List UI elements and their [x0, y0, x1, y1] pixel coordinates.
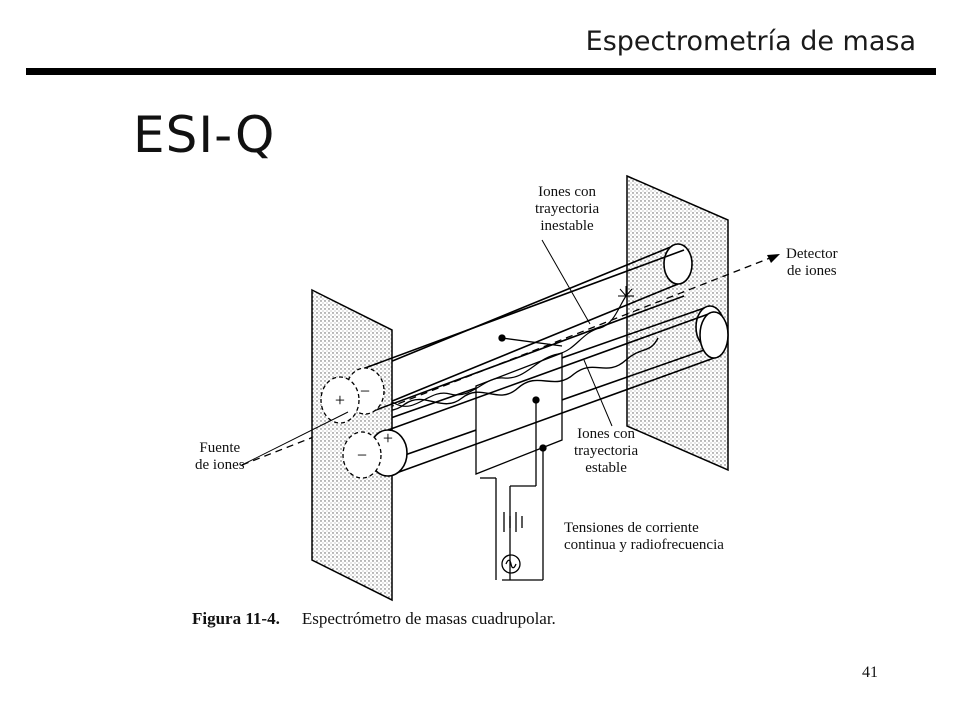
label-voltages: Tensiones de corriente continua y radiof… [564, 520, 724, 554]
quadrupole-diagram: + − + − [241, 174, 780, 602]
rod-face-left [320, 376, 360, 424]
rod-face-bottom [342, 431, 382, 479]
beam-axis [241, 257, 771, 466]
header-title: Espectrometría de masa [585, 26, 916, 57]
burst-mark [618, 286, 634, 297]
rod-sign-negative-top: − [360, 381, 370, 401]
label-voltages-text: Tensiones de corriente continua y radiof… [564, 520, 724, 553]
page-number: 41 [862, 664, 878, 681]
slide-title: ESI-Q [133, 106, 276, 164]
header-divider [26, 68, 936, 75]
label-ion-source-text: Fuente de iones [195, 440, 245, 473]
beam-arrow [767, 254, 780, 263]
caption-text: Espectrómetro de masas cuadrupolar. [301, 609, 556, 628]
leader-lines [241, 239, 613, 466]
caption-number: Figura 11-4. [192, 609, 280, 628]
quadrupole-figure: + − + − Iones con trayectoria inestable … [180, 168, 900, 638]
wiring [480, 334, 563, 581]
stable-trajectory [347, 337, 659, 413]
rod-sign-positive-right: + [383, 428, 393, 448]
rod-sign-negative-bottom: − [357, 445, 367, 465]
label-stable-ions: Iones con trayectoria estable [574, 426, 638, 477]
label-unstable-ions: Iones con trayectoria inestable [535, 184, 599, 235]
figure-caption: Figura 11-4. Espectrómetro de masas cuadr… [192, 609, 556, 629]
label-unstable-ions-text: Iones con trayectoria inestable [535, 184, 600, 234]
label-detector: Detector de iones [786, 246, 838, 280]
label-stable-ions-text: Iones con trayectoria estable [574, 426, 639, 476]
rod-sign-positive-left: + [335, 390, 345, 410]
label-ion-source: Fuente de iones [195, 440, 245, 474]
unstable-trajectory [347, 295, 627, 413]
label-detector-text: Detector de iones [786, 246, 838, 279]
